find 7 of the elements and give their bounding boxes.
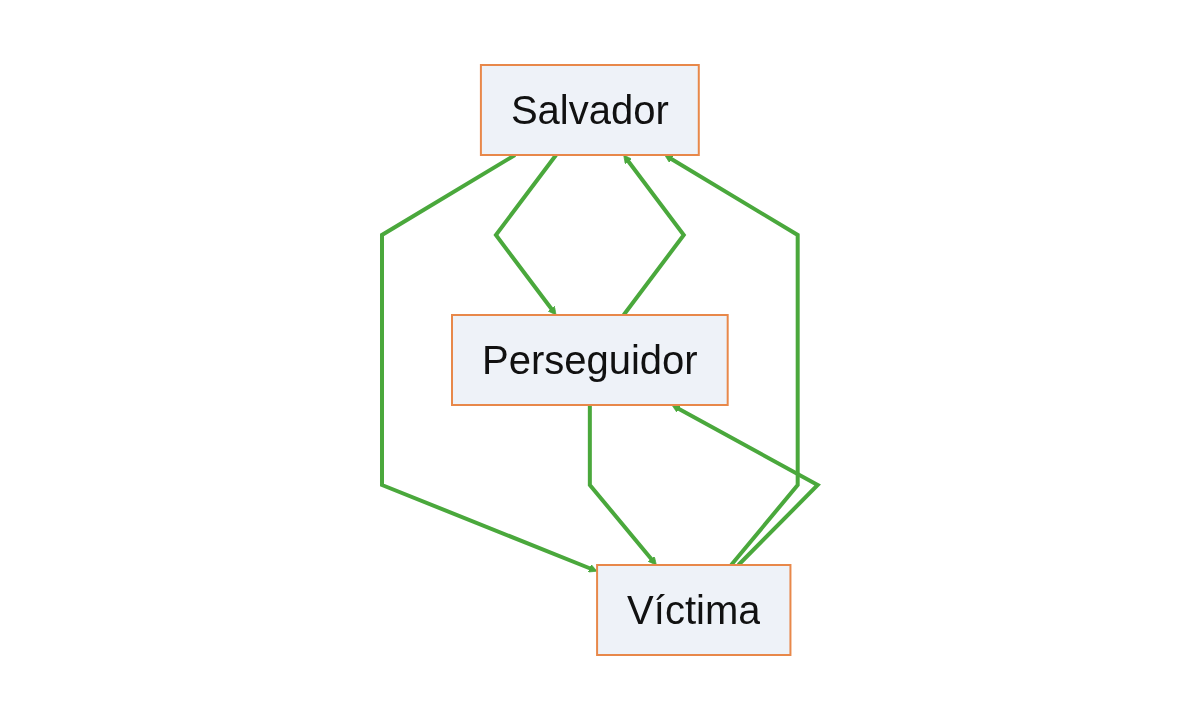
node-box: Salvador — [480, 64, 700, 156]
arrow — [671, 404, 822, 567]
arrow — [622, 154, 687, 317]
arrow — [588, 405, 657, 566]
node-box: Víctima — [596, 564, 792, 656]
node-box: Perseguidor — [451, 314, 729, 406]
arrow — [664, 154, 800, 567]
